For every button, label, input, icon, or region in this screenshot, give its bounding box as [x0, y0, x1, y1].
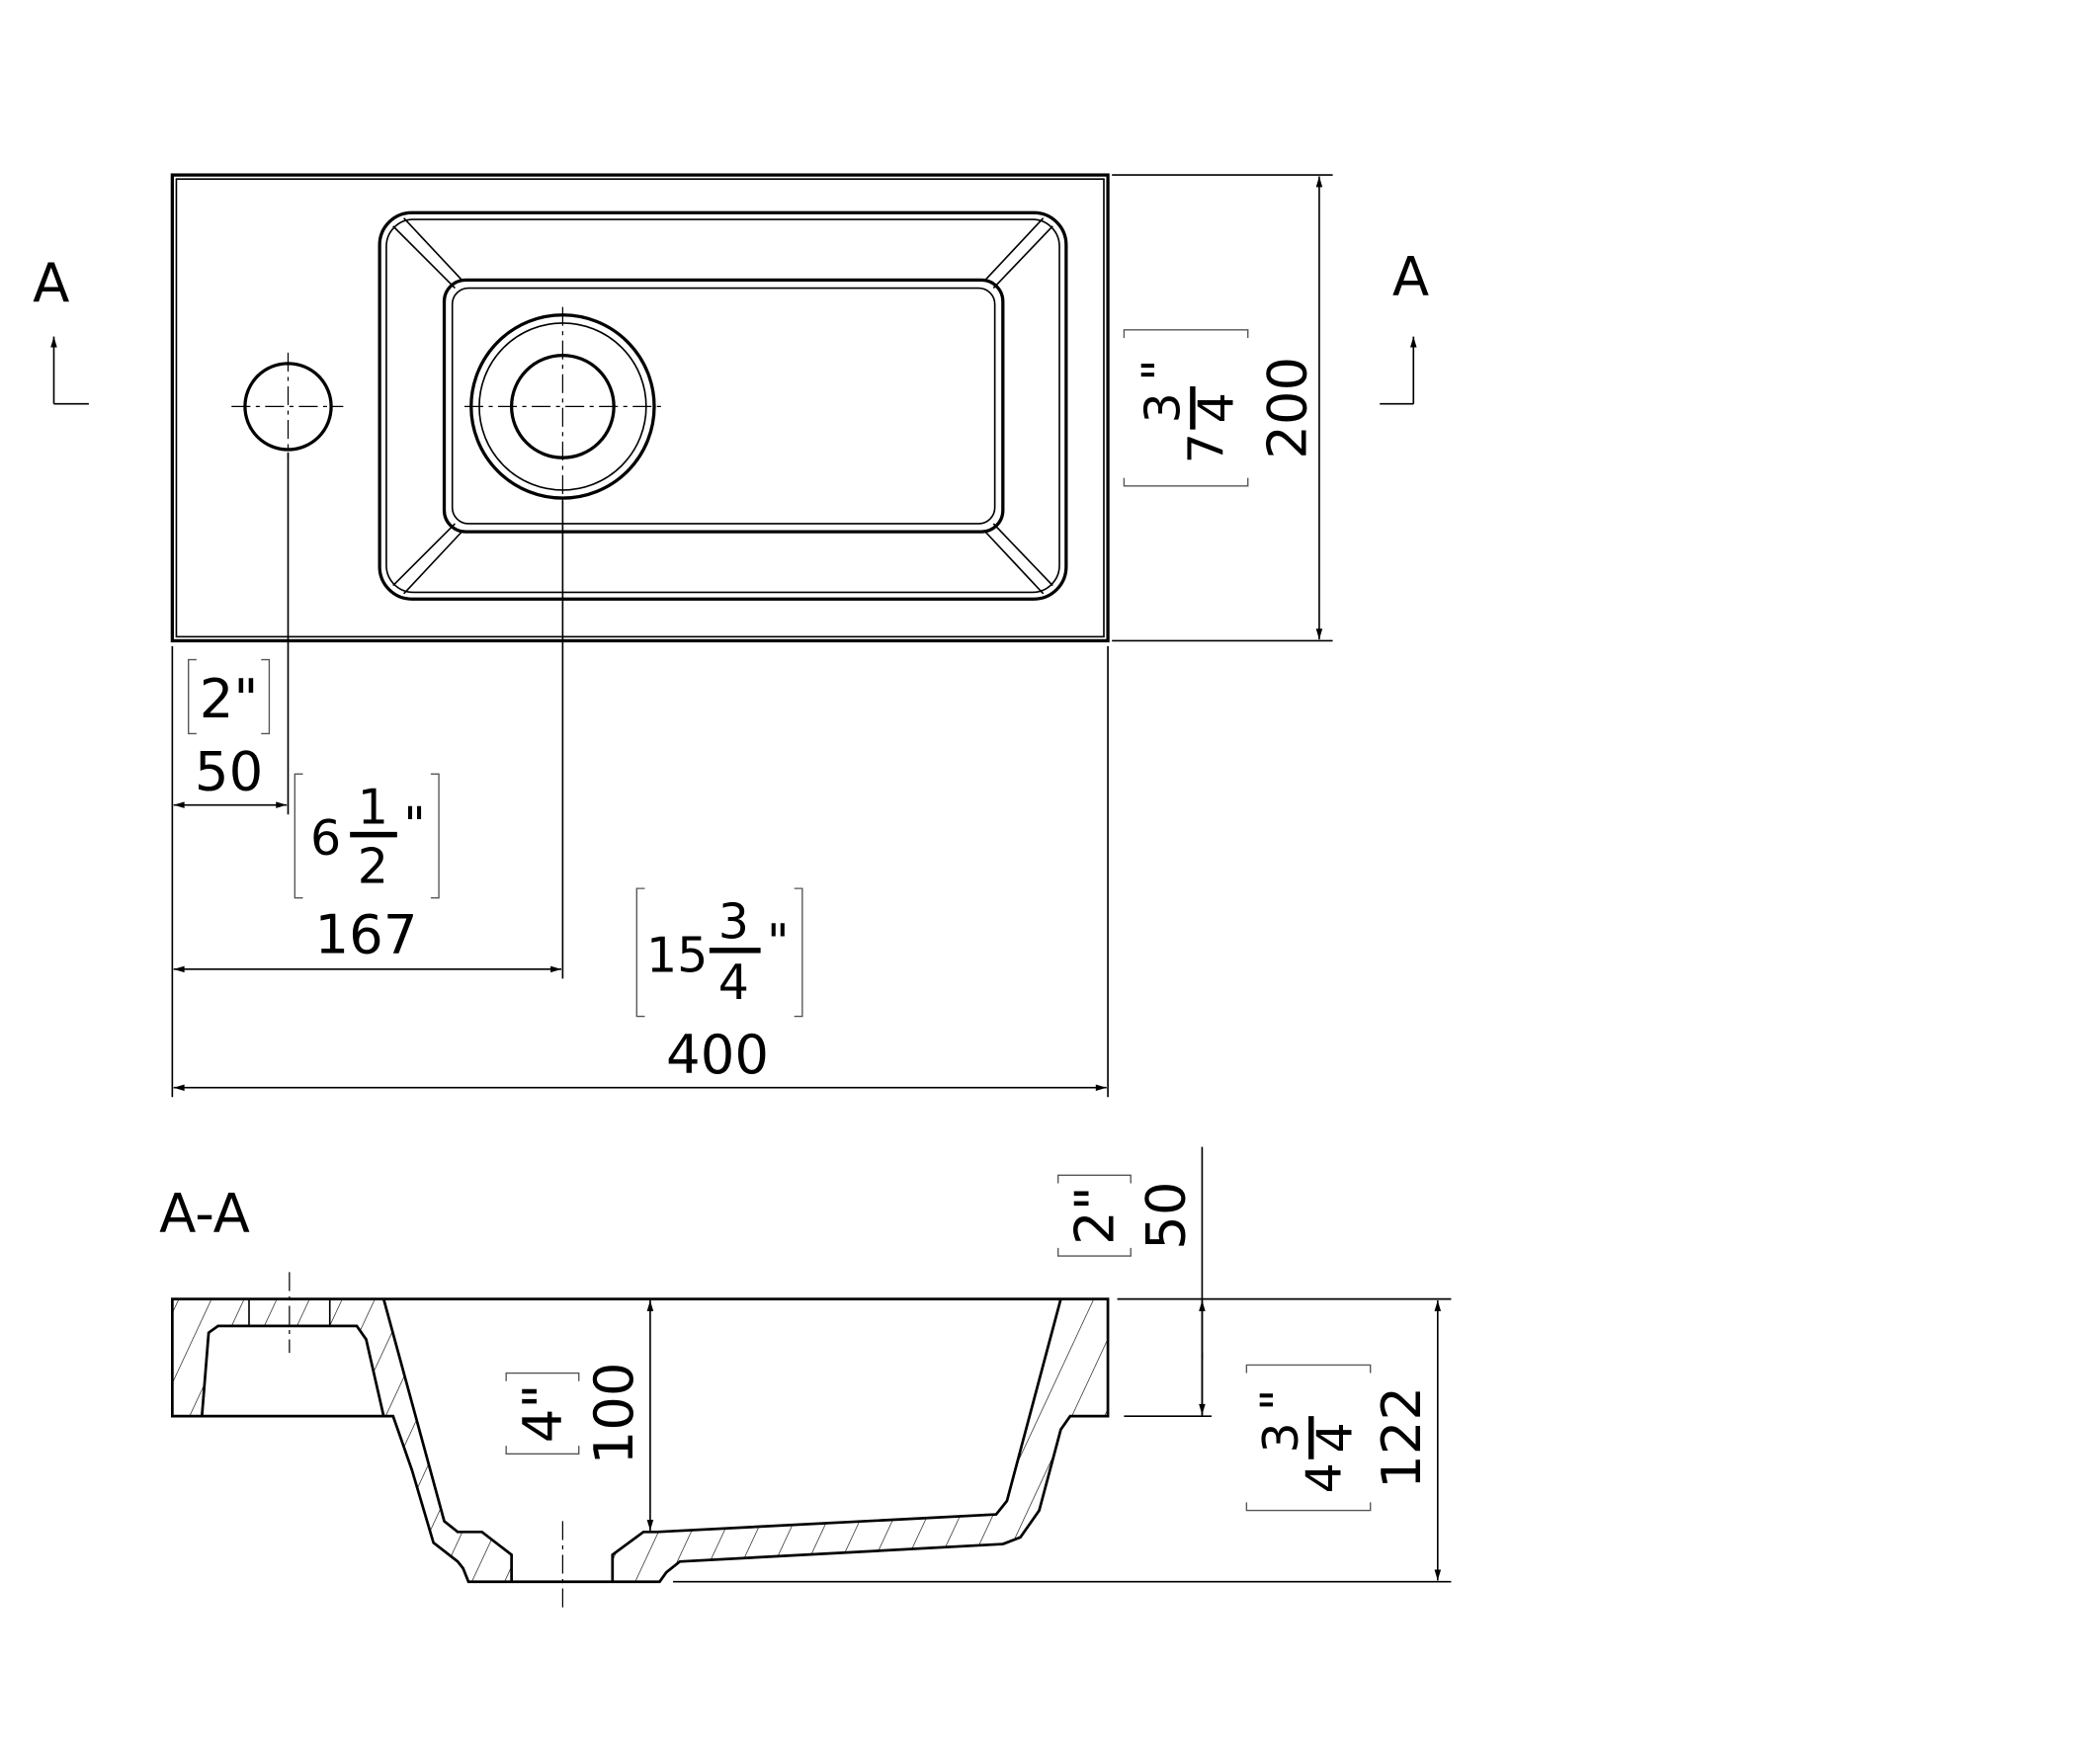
dimension-depth: 200 7 3 4 " [1123, 176, 1323, 640]
svg-text:4: 4 [1296, 1462, 1353, 1493]
svg-text:50: 50 [195, 740, 263, 803]
svg-text:7: 7 [1177, 433, 1234, 463]
svg-text:": " [1249, 1389, 1306, 1412]
section-view: A-A 100 4" 50 2" [159, 1146, 1452, 1609]
svg-text:122: 122 [1370, 1386, 1433, 1489]
bowl-outer-edge [378, 210, 1068, 601]
dimension-width: 15 3 4 " 400 [173, 887, 1107, 1092]
svg-text:": " [403, 795, 426, 853]
svg-text:4: 4 [1306, 1422, 1364, 1453]
section-marker-right: A [1392, 244, 1429, 307]
dimension-rim-height: 50 2" [1056, 1146, 1206, 1417]
svg-text:1: 1 [358, 779, 388, 836]
svg-text:3: 3 [1134, 392, 1191, 423]
svg-text:2": 2" [200, 667, 259, 730]
center-lines [231, 306, 667, 507]
svg-text:100: 100 [582, 1362, 645, 1464]
svg-text:400: 400 [666, 1023, 769, 1086]
bowl-corner-lines [392, 217, 1053, 595]
svg-text:2": 2" [1063, 1186, 1127, 1245]
section-label: A-A [159, 1182, 250, 1245]
svg-text:15: 15 [646, 927, 708, 984]
dimension-bowl-depth: 100 4" [505, 1299, 654, 1531]
section-marker-left: A [33, 251, 69, 314]
svg-text:2: 2 [358, 838, 388, 895]
bowl-inner-floor [442, 278, 1005, 534]
section-hatched-body [170, 1297, 1110, 1584]
svg-text:4: 4 [718, 954, 749, 1011]
dimension-total-height: 122 4 3 4 " [1245, 1299, 1442, 1581]
svg-text:3: 3 [718, 893, 749, 951]
svg-text:50: 50 [1134, 1182, 1198, 1250]
top-view: A A 200 7 3 4 " 2" [33, 173, 1429, 1098]
svg-text:": " [1132, 359, 1189, 381]
svg-text:200: 200 [1255, 357, 1318, 459]
svg-text:6: 6 [310, 809, 341, 867]
svg-text:4: 4 [1188, 392, 1245, 423]
svg-text:167: 167 [315, 903, 418, 966]
svg-text:": " [767, 913, 790, 970]
svg-text:4": 4" [511, 1384, 574, 1444]
dimension-tap-offset: 2" 50 [173, 658, 288, 808]
dimension-drain-offset: 6 1 2 " 167 [173, 773, 562, 973]
basin-outline [170, 173, 1110, 643]
svg-text:3: 3 [1252, 1422, 1309, 1453]
